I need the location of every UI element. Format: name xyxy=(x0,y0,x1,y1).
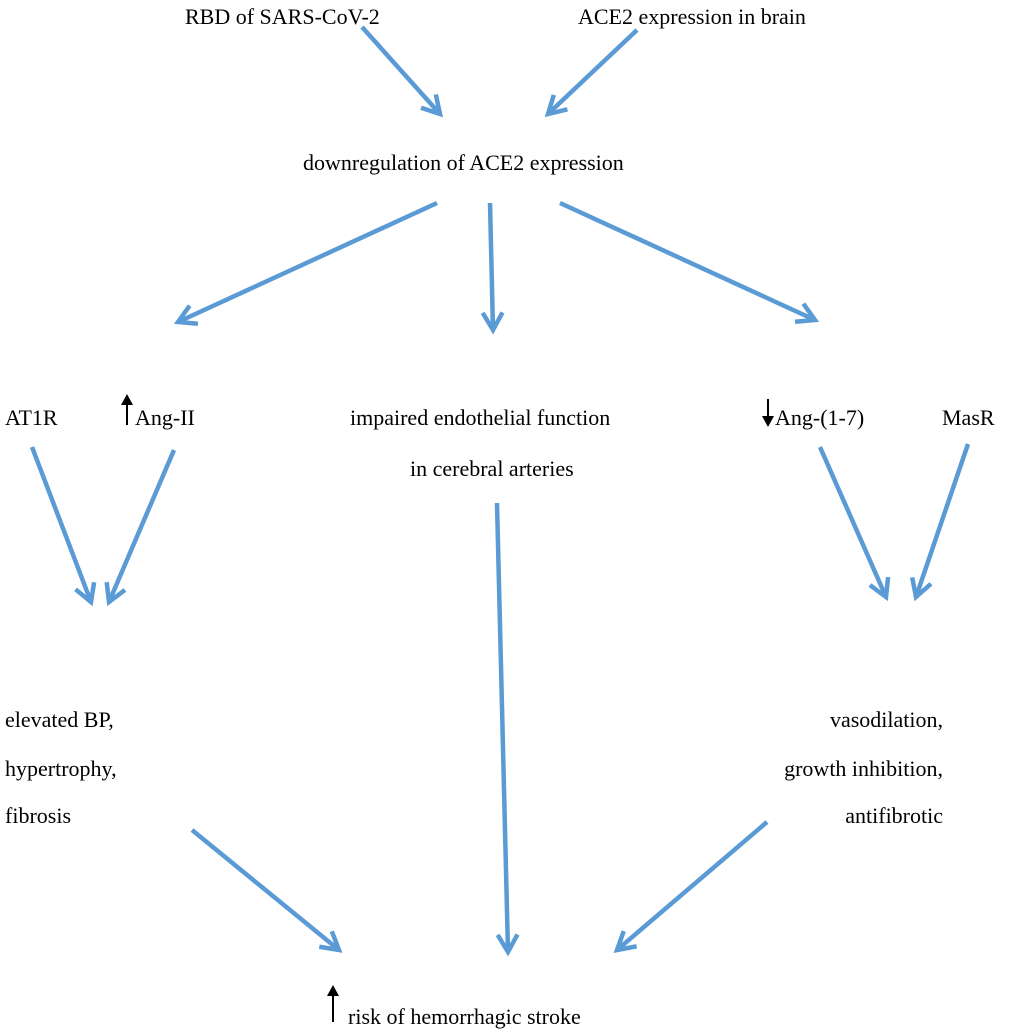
arrowhead xyxy=(495,933,520,957)
arrow-shaft xyxy=(487,202,496,331)
arrow-shaft xyxy=(546,28,639,116)
arrow-ang17-to-right-effects xyxy=(817,446,891,602)
arrow-shaft xyxy=(559,200,816,323)
arrowhead xyxy=(318,930,343,953)
node-ang17: Ang-(1-7) xyxy=(775,405,864,430)
arrowhead xyxy=(420,93,444,118)
arrow-rbd-to-downregulation xyxy=(360,25,444,118)
arrow-left-effects-to-outcome xyxy=(190,828,343,953)
right-effect-line2: growth inhibition, xyxy=(784,756,943,781)
arrow-downregulation-to-right xyxy=(559,200,820,325)
flow-arrows xyxy=(29,25,971,957)
arrow-downregulation-to-left xyxy=(173,200,438,327)
arrow-shaft xyxy=(177,200,438,325)
node-outcome: risk of hemorrhagic stroke xyxy=(348,1004,581,1029)
node-downregulation: downregulation of ACE2 expression xyxy=(303,150,624,175)
arrow-shaft xyxy=(106,449,177,603)
node-rbd: RBD of SARS-CoV-2 xyxy=(185,4,380,29)
arrowhead xyxy=(868,576,891,602)
right-effect-line3: antifibrotic xyxy=(845,803,943,828)
arrowhead xyxy=(480,311,505,335)
arrow-shaft xyxy=(615,820,769,952)
arrow-shaft xyxy=(190,828,341,952)
arrow-masr-to-right-effects xyxy=(909,443,971,602)
arrow-endothelial-to-outcome xyxy=(494,502,520,957)
left-effect-line2: hypertrophy, xyxy=(5,756,117,781)
node-endothelial-line1: impaired endothelial function xyxy=(350,405,610,430)
left-effect-line3: fibrosis xyxy=(5,803,71,828)
arrow-right-effects-to-outcome xyxy=(613,820,769,953)
arrowhead xyxy=(613,930,638,953)
node-at1r: AT1R xyxy=(5,405,58,430)
arrow-shaft xyxy=(913,443,971,598)
arrowhead xyxy=(74,581,97,607)
arrowhead xyxy=(173,304,199,327)
arrow-shaft xyxy=(817,446,889,598)
down-arrow-icon xyxy=(762,399,774,427)
arrowhead xyxy=(104,581,127,607)
node-ace2-brain: ACE2 expression in brain xyxy=(578,4,806,29)
arrow-at1r-to-left-effects xyxy=(29,446,97,607)
node-ang2: Ang-II xyxy=(135,405,195,430)
arrow-shaft xyxy=(360,25,442,116)
arrowhead xyxy=(794,302,820,325)
right-effect-line1: vasodilation, xyxy=(830,707,943,732)
arrow-ang2-to-left-effects xyxy=(104,449,177,607)
up-arrow-icon xyxy=(327,985,339,1022)
arrow-downregulation-to-center xyxy=(480,202,505,335)
node-masr: MasR xyxy=(942,405,995,430)
arrow-ace2-to-downregulation xyxy=(544,28,639,118)
node-endothelial-line2: in cerebral arteries xyxy=(410,456,574,481)
arrow-shaft xyxy=(29,446,94,603)
arrow-shaft xyxy=(494,502,511,953)
left-effect-line1: elevated BP, xyxy=(5,707,114,732)
arrowhead xyxy=(544,94,568,118)
up-arrow-icon xyxy=(121,394,133,425)
arrowhead xyxy=(909,576,933,602)
